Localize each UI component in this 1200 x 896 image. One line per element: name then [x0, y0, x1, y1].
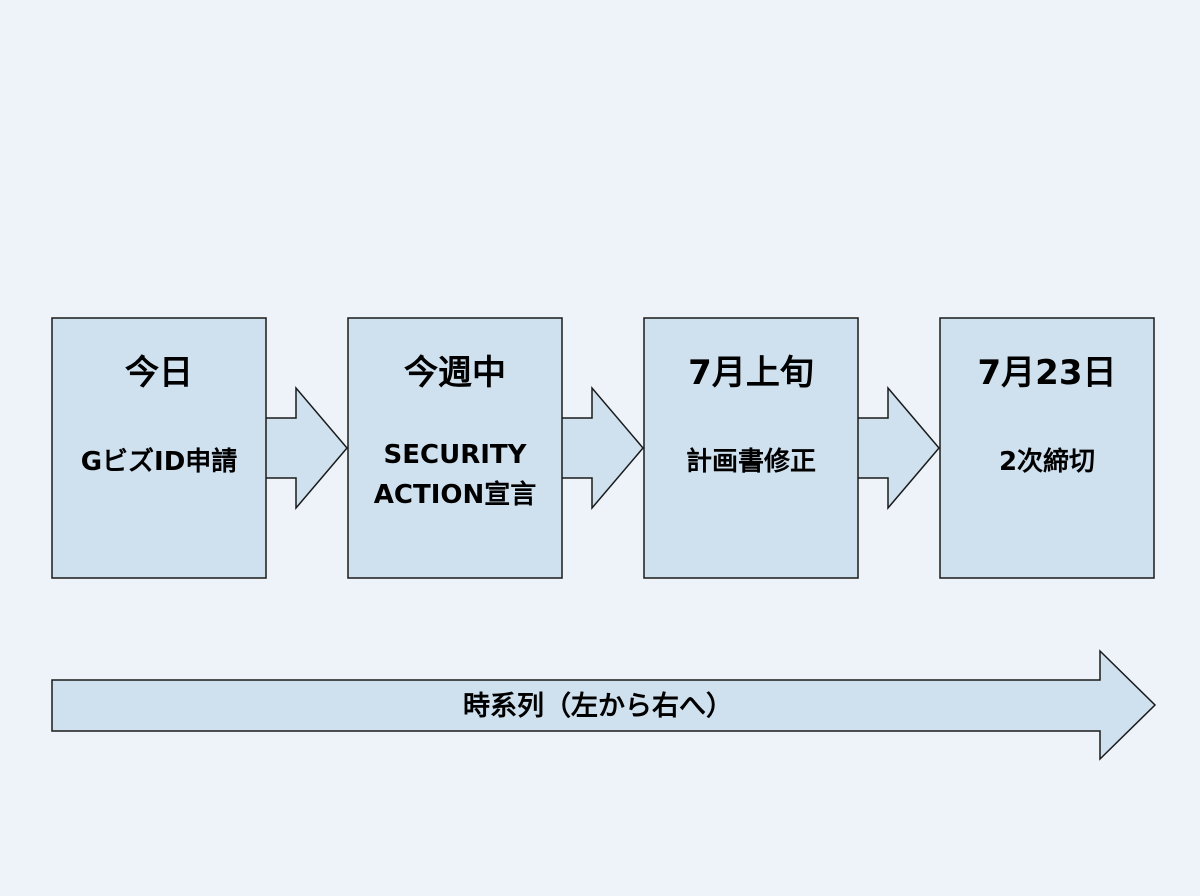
connector-arrow-2 [559, 385, 644, 511]
step-heading: 今日 [125, 353, 193, 393]
step-box-1: 今日 GビズID申請 [51, 317, 267, 579]
step-detail: 計画書修正 [686, 446, 816, 477]
step-box-4: 7月23日 2次締切 [939, 317, 1155, 579]
step-detail: GビズID申請 [81, 446, 238, 477]
connector-arrow-1 [263, 385, 348, 511]
step-heading: 7月上旬 [688, 353, 814, 393]
step-detail: 2次締切 [999, 446, 1095, 477]
step-box-3: 7月上旬 計画書修正 [643, 317, 859, 579]
connector-arrow-3 [855, 385, 940, 511]
step-box-2: 今週中 SECURITY ACTION宣言 [347, 317, 563, 579]
step-heading: 今週中 [404, 353, 506, 393]
timeline-label: 時系列（左から右へ） [463, 691, 733, 722]
timeline-arrow: 時系列（左から右へ） [51, 649, 1157, 761]
step-detail-line-2: ACTION宣言 [374, 479, 536, 510]
step-heading: 7月23日 [978, 353, 1117, 393]
step-detail-line-1: SECURITY [384, 440, 528, 470]
